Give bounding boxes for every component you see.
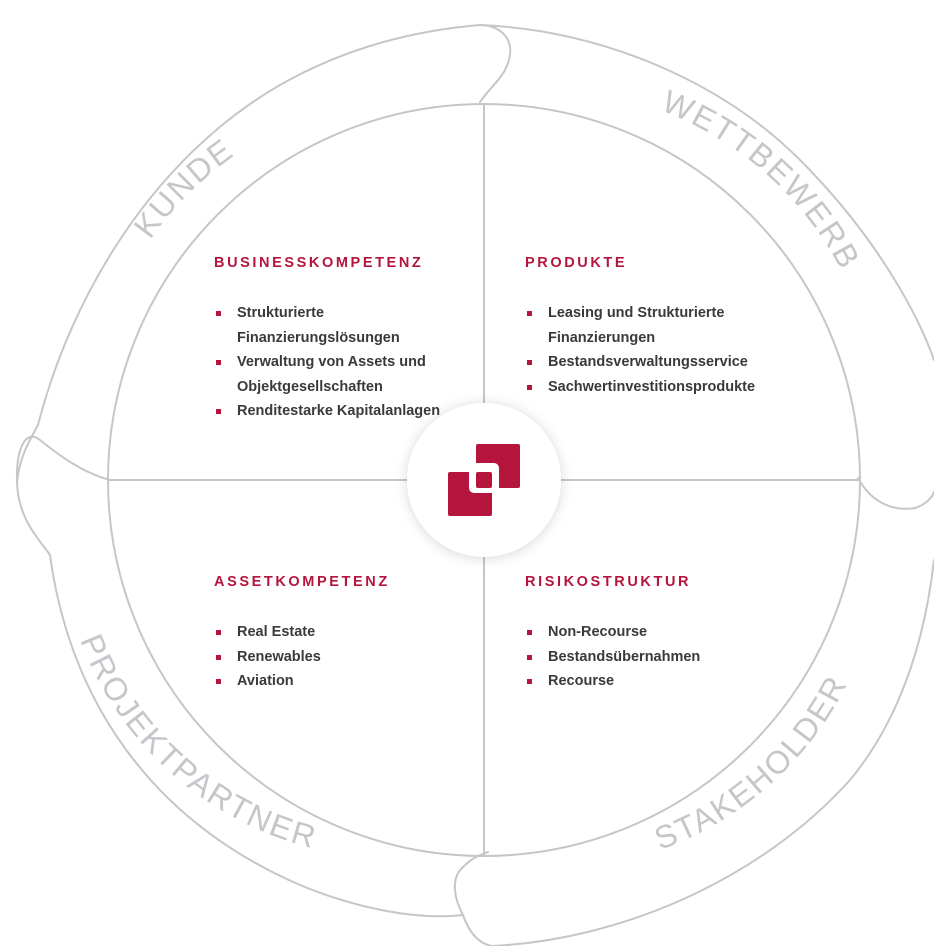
quadrant-assetkompetenz: ASSETKOMPETENZ Real Estate Renewables Av…	[214, 574, 454, 694]
list-item: Non-Recourse	[525, 620, 765, 645]
ring-segment-kunde	[16, 23, 512, 483]
ring-label-kunde: KUNDE	[127, 131, 241, 244]
list-item: Leasing und Strukturierte Finanzierungen	[525, 301, 815, 350]
list-item: Bestandsverwaltungsservice	[525, 350, 815, 375]
bullet-icon	[216, 679, 221, 684]
list-item: Verwaltung von Assets und Objektgesellsc…	[214, 350, 479, 399]
list-item-text: Strukturierte Finanzierungslösungen	[237, 305, 400, 346]
bullet-icon	[216, 409, 221, 414]
bullet-icon	[216, 311, 221, 316]
quadrant-title: BUSINESSKOMPETENZ	[214, 255, 424, 271]
ring-label-stakeholder: STAKEHOLDER	[649, 669, 854, 857]
ring-segment-wettbewerb	[479, 24, 934, 361]
list-item-text: Verwaltung von Assets und Objektgesellsc…	[237, 354, 426, 395]
quadrant-title: RISIKOSTRUKTUR	[525, 574, 692, 590]
ring-label-wettbewerb: WETTBEWERB	[657, 83, 867, 275]
ring-segment-stakeholder	[462, 559, 934, 946]
list-item-text: Renditestarke Kapitalanlagen	[237, 403, 441, 419]
list-item: Renewables	[214, 645, 454, 670]
ring-label-kunde-text: KUNDE	[127, 131, 239, 244]
logo-overlap-core	[476, 472, 492, 488]
quadrant-list: Strukturierte Finanzierungslösungen Verw…	[214, 301, 479, 424]
ring-label-wettbewerb-text: WETTBEWERB	[657, 83, 865, 275]
bullet-icon	[527, 384, 532, 390]
list-item: Strukturierte Finanzierungslösungen	[214, 301, 479, 350]
bullet-icon	[527, 360, 532, 365]
list-item-text: Real Estate	[237, 624, 316, 640]
bullet-icon	[216, 630, 221, 635]
list-item-text: Bestandsübernahmen	[548, 648, 701, 665]
bullet-icon	[527, 630, 532, 635]
bullet-icon	[527, 654, 532, 660]
outer-ring	[15, 23, 934, 946]
list-item-text: Renewables	[237, 648, 321, 665]
list-item-text: Aviation	[237, 673, 294, 689]
quadrant-list: Non-Recourse Bestandsübernahmen Recourse	[525, 620, 765, 694]
quadrant-list: Real Estate Renewables Aviation	[214, 620, 454, 694]
quadrant-title: PRODUKTE	[525, 255, 628, 271]
list-item: Real Estate	[214, 620, 454, 645]
list-item: Recourse	[525, 669, 765, 694]
ring-segment-projektpartner	[16, 481, 489, 918]
ring-segment-wettbewerb-tab	[857, 477, 934, 510]
bullet-icon	[216, 654, 221, 660]
bullet-icon	[216, 360, 221, 365]
list-item-text: Recourse	[548, 673, 615, 689]
list-item: Aviation	[214, 669, 454, 694]
quadrant-title: ASSETKOMPETENZ	[214, 574, 390, 590]
list-item-text: Sachwertinvestitionsprodukte	[548, 378, 756, 395]
bullet-icon	[527, 679, 532, 684]
list-item-text: Leasing und Strukturierte Finanzierungen	[548, 305, 725, 346]
ring-segment-projektpartner-tab	[15, 435, 111, 483]
quadrant-risikostruktur: RISIKOSTRUKTUR Non-Recourse Bestandsüber…	[525, 574, 765, 694]
quadrant-list: Leasing und Strukturierte Finanzierungen…	[525, 301, 815, 399]
list-item: Bestandsübernahmen	[525, 645, 765, 670]
list-item: Renditestarke Kapitalanlagen	[214, 399, 479, 424]
interlocking-squares-logo-icon	[448, 444, 520, 516]
list-item: Sachwertinvestitionsprodukte	[525, 375, 815, 400]
ring-label-stakeholder-text: STAKEHOLDER	[649, 669, 852, 857]
quadrant-businesskompetenz: BUSINESSKOMPETENZ Strukturierte Finanzie…	[214, 255, 479, 424]
list-item-text: Non-Recourse	[548, 624, 648, 640]
bullet-icon	[527, 311, 532, 316]
quadrant-produkte: PRODUKTE Leasing und Strukturierte Finan…	[525, 255, 815, 399]
inner-structure	[107, 103, 861, 857]
list-item-text: Bestandsverwaltungsservice	[548, 354, 748, 370]
